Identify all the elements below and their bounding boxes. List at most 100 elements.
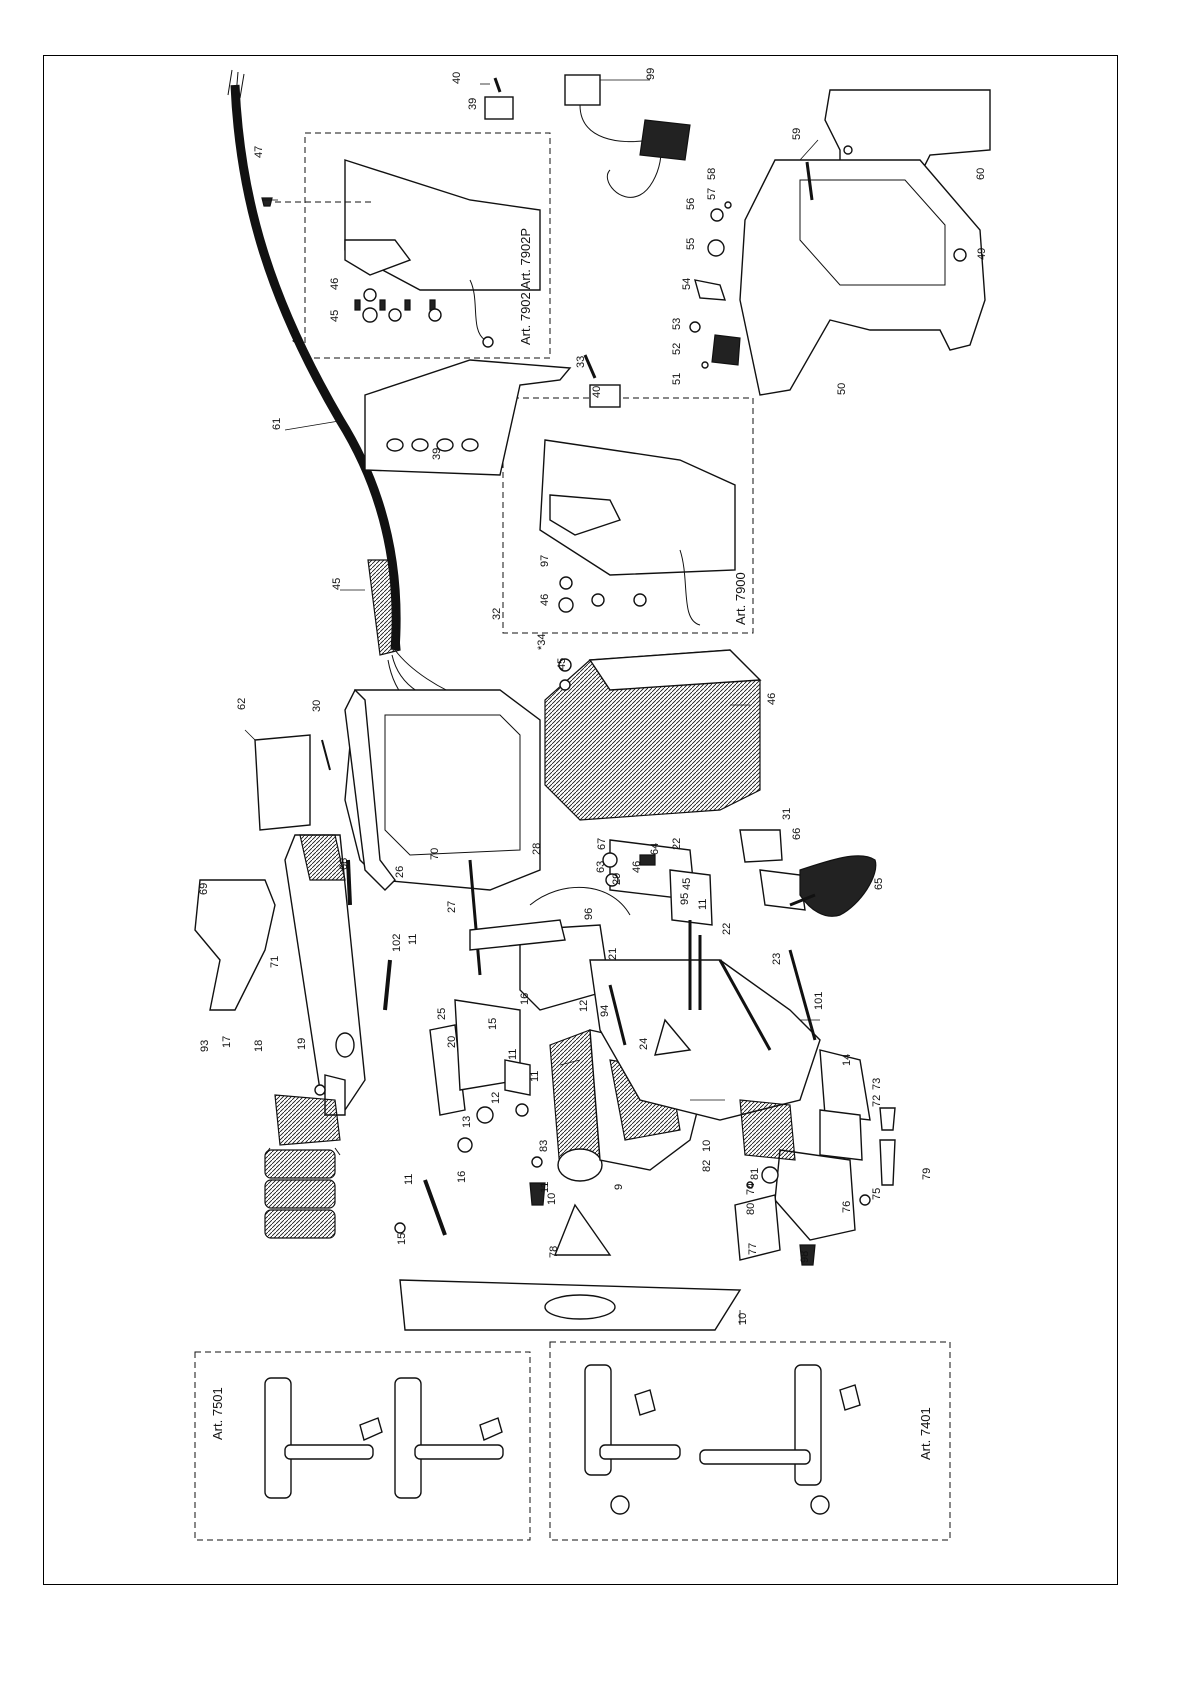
callout-label: 32 <box>491 608 503 620</box>
nut-mid-2 <box>591 593 605 607</box>
microswitch-50 <box>711 334 741 366</box>
callout-label: 29 <box>611 873 623 885</box>
cable-wires <box>227 69 245 99</box>
callout-label: 73 <box>871 1078 883 1090</box>
callout-label: 12 <box>490 1092 502 1104</box>
pin-40-mid <box>583 354 597 379</box>
callout-label: 59 <box>791 128 803 140</box>
washer-46-bracket <box>602 852 618 868</box>
callout-label: 78 <box>548 1246 560 1258</box>
callout-label: 68 <box>338 858 350 870</box>
washer-46-sink <box>559 679 571 691</box>
callout-label: 99 <box>645 68 657 80</box>
part-79 <box>761 1166 779 1184</box>
ground-lug-7902 <box>482 336 494 348</box>
housing-49-window <box>799 179 946 286</box>
callout-label: 11 <box>539 1182 551 1193</box>
callout-label: 69 <box>198 883 210 895</box>
callout-label: 15 <box>396 1233 408 1245</box>
callout-label: 62 <box>236 698 248 710</box>
plate-67 <box>759 869 806 911</box>
callout-label: 76 <box>841 1201 853 1213</box>
roller-9-end <box>557 1148 603 1182</box>
callout-label: 23 <box>771 953 783 965</box>
callout-label: 11 <box>507 1049 519 1060</box>
callout-label: 101 <box>813 992 825 1010</box>
knob-19 <box>274 1094 341 1146</box>
callout-label: 61 <box>271 418 283 430</box>
kit-box-7501 <box>194 1351 531 1541</box>
cap-17 <box>335 1032 355 1058</box>
rod-71 <box>788 949 817 1041</box>
callout-label: 16 <box>519 993 531 1005</box>
nut-76 <box>859 1194 871 1206</box>
callout-label: 54 <box>681 278 693 290</box>
heatsink-62-top <box>588 649 762 691</box>
callout-label: 58 <box>706 168 718 180</box>
callout-label: 16 <box>456 1171 468 1183</box>
guide-25-grip <box>299 834 346 881</box>
callout-label: 33 <box>575 356 587 368</box>
nut-45-mid <box>558 597 574 613</box>
callout-label: 46 <box>539 594 551 606</box>
kit-label-7900: Art. 7900 <box>733 572 748 625</box>
clip-66 <box>739 829 783 863</box>
callout-label: 64 <box>649 843 661 855</box>
callout-label: 56 <box>685 198 697 210</box>
callout-label: 94 <box>599 1005 611 1017</box>
drawing-frame <box>43 55 1118 1585</box>
callout-label: 11 <box>407 934 419 945</box>
kit-box-7902 <box>304 132 551 359</box>
clamp-73 <box>819 1109 863 1161</box>
foot-77 <box>774 1149 856 1241</box>
plate-72 <box>819 1049 871 1121</box>
frame-21 <box>519 924 611 1011</box>
connector-39-mid <box>589 384 621 408</box>
callout-label: 11 <box>403 1174 415 1185</box>
callout-label: 98 <box>799 1251 811 1263</box>
callout-label: 11 <box>529 1071 541 1082</box>
callout-label: 47 <box>253 146 265 158</box>
callout-label: 13 <box>461 1116 473 1128</box>
rod-28 <box>468 859 482 976</box>
leader-lines <box>244 79 820 1325</box>
callout-label: 46 <box>766 693 778 705</box>
callout-label: 20 <box>446 1036 458 1048</box>
part-54-55 <box>694 279 726 301</box>
plate-65 <box>669 869 713 926</box>
callout-label: 71 <box>269 956 281 968</box>
callout-label: 27 <box>446 901 458 913</box>
nut-mid-3 <box>633 593 647 607</box>
rail-27 <box>344 688 396 891</box>
nut-45-bracket <box>605 873 619 887</box>
nut-top-2 <box>388 308 402 322</box>
kit-label-7902: Art. 7902 Art. 7902P <box>518 228 533 345</box>
callout-label: 17 <box>221 1036 233 1048</box>
clip-11-mid <box>531 1156 543 1168</box>
housing-49 <box>739 159 986 396</box>
washer-12 <box>515 1103 529 1117</box>
callout-label: 14 <box>841 1054 853 1066</box>
callout-label: 46 <box>329 278 341 290</box>
ground-wire-7902 <box>469 279 486 341</box>
callout-label: 97 <box>539 555 551 567</box>
washer-46-top <box>363 288 377 302</box>
callout-label: 25 <box>436 1008 448 1020</box>
screw-10-rear <box>879 1107 896 1131</box>
nut-45-top <box>362 307 378 323</box>
callout-label: 40 <box>591 386 603 398</box>
tool-7501-a <box>264 1377 383 1499</box>
part-57 <box>724 201 732 209</box>
callout-label: 22 <box>721 923 733 935</box>
handle-70 <box>799 855 877 917</box>
part-58 <box>710 208 724 222</box>
tool-7401-b <box>699 1364 861 1515</box>
rod-101 <box>718 959 772 1051</box>
callout-label: 28 <box>531 843 543 855</box>
nut-61 <box>953 248 967 262</box>
callout-label: 31 <box>781 808 793 820</box>
callout-label: 30 <box>311 700 323 712</box>
callout-label: 75 <box>871 1188 883 1200</box>
motor-housing-29 <box>344 689 541 891</box>
callout-label: 46 <box>631 861 643 873</box>
